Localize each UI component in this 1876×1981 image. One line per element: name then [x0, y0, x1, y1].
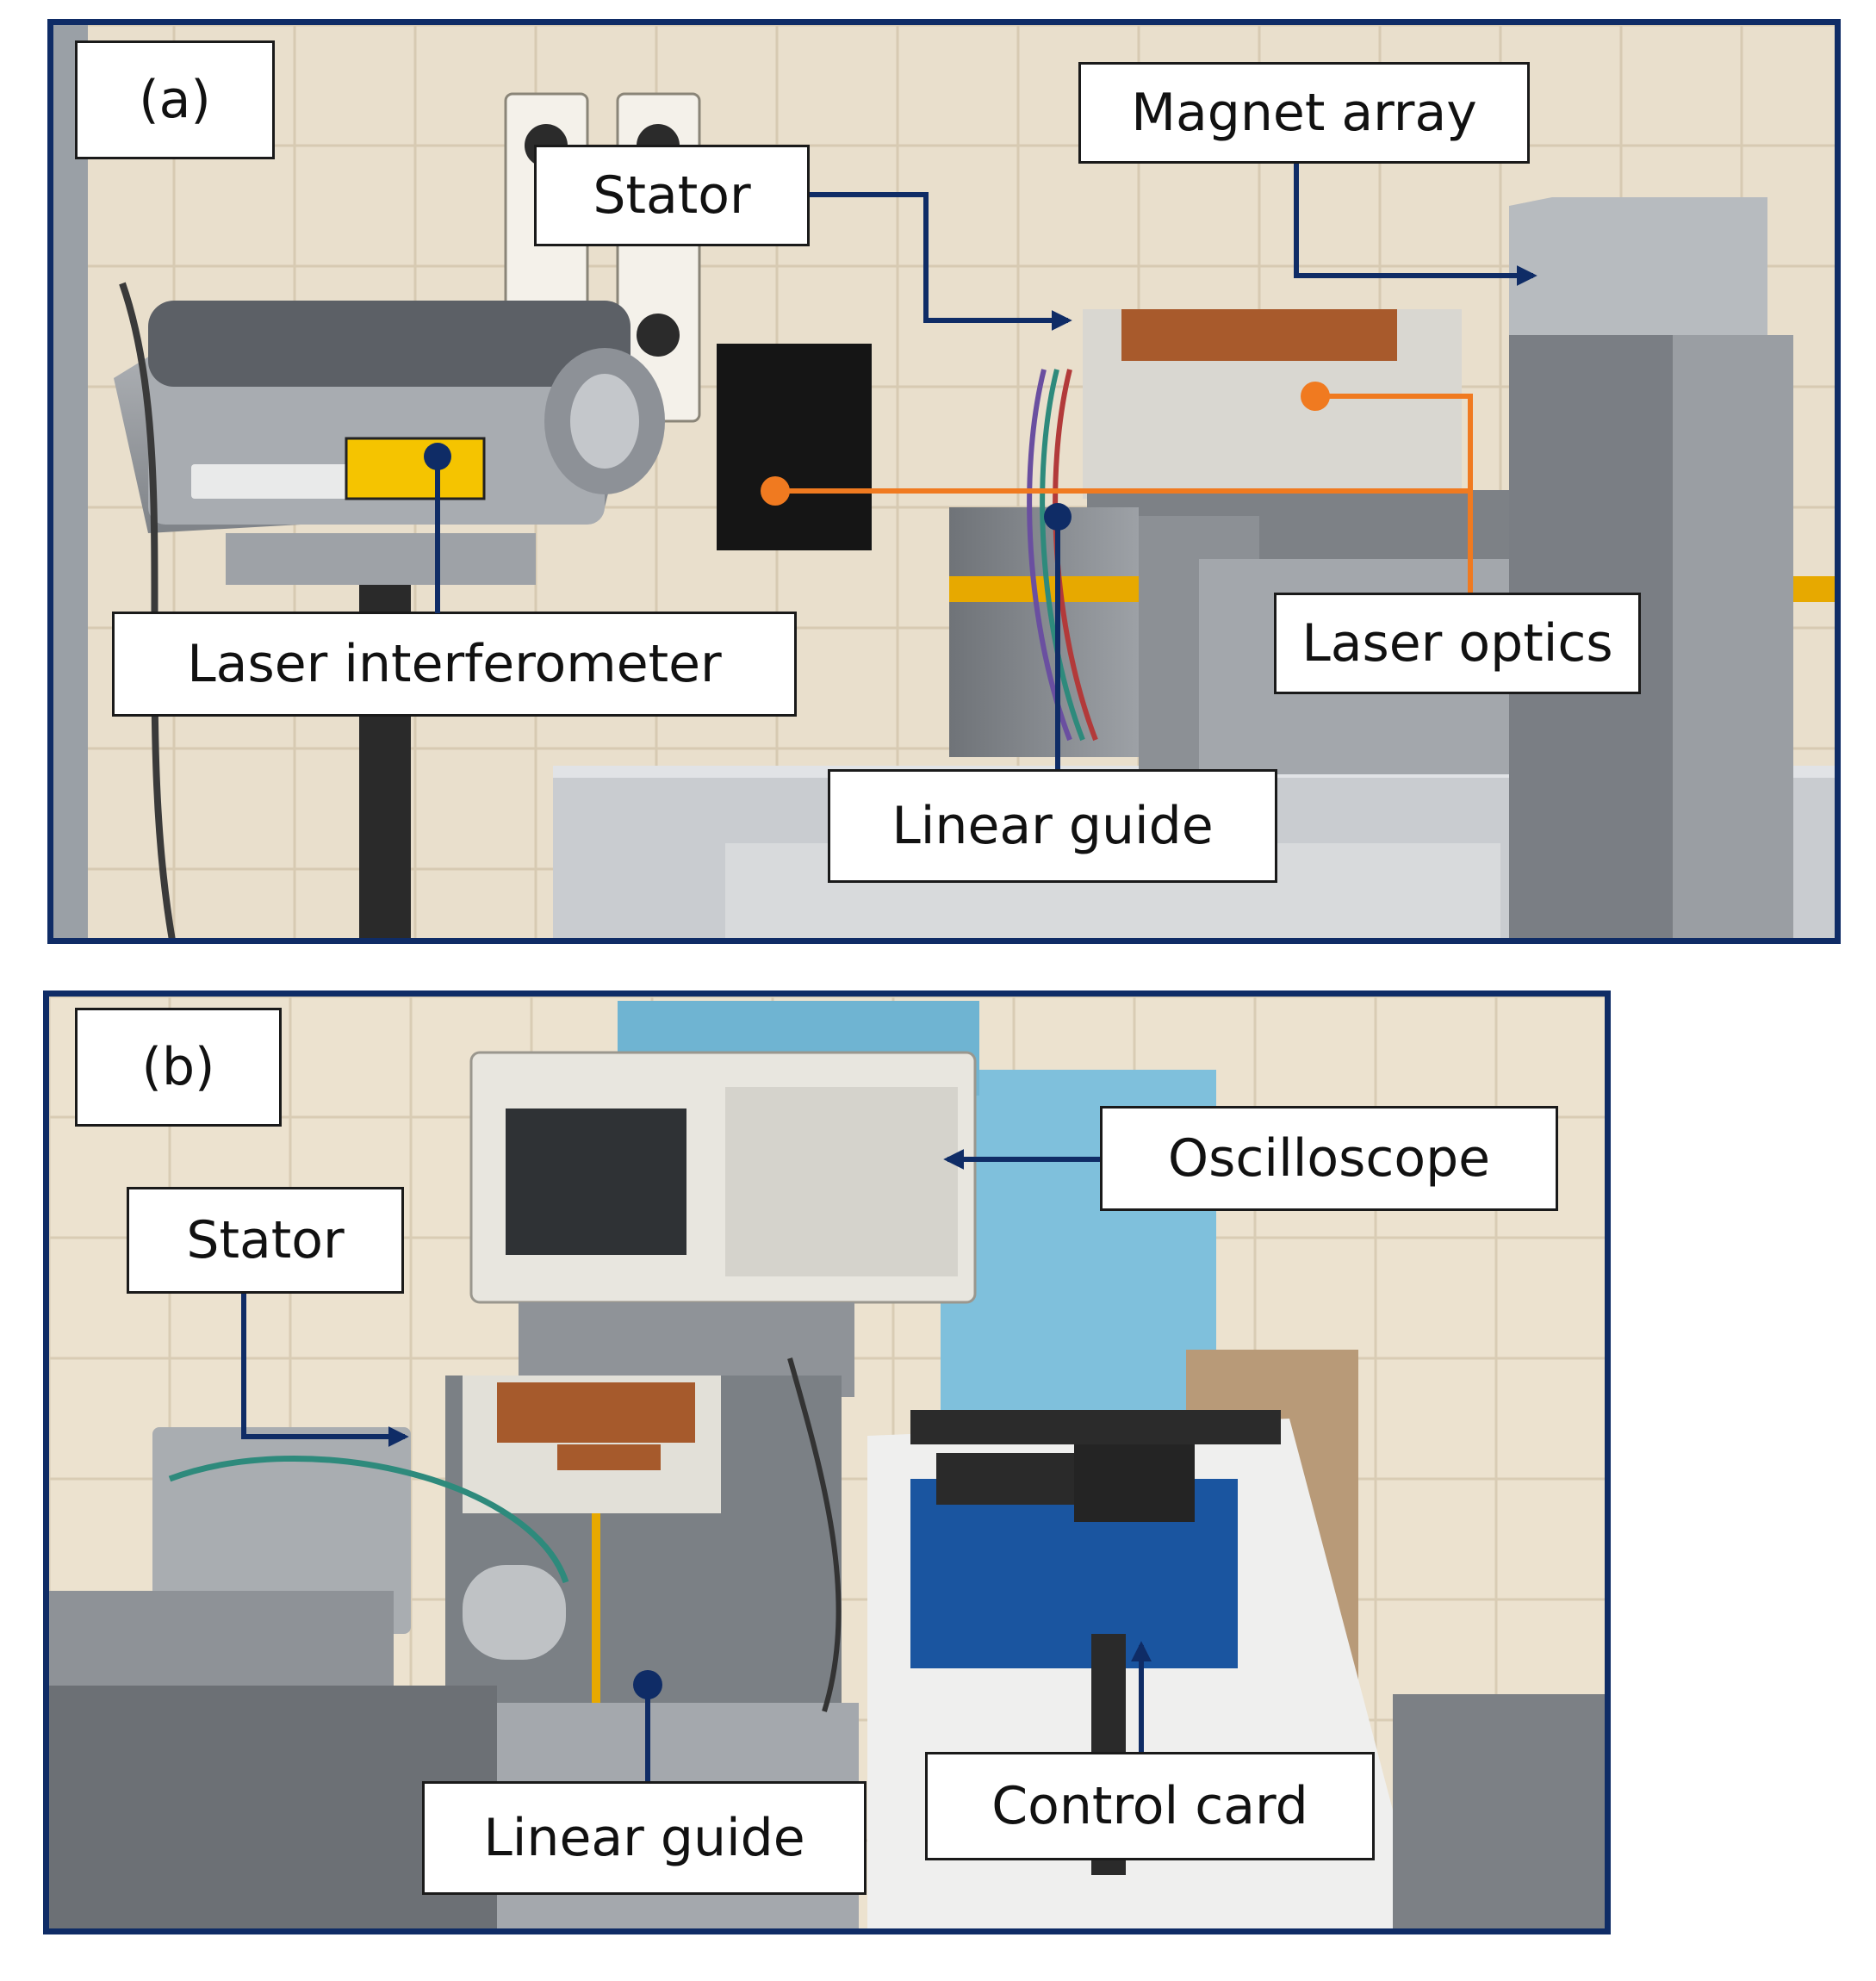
magnet-array-label: Magnet array	[1078, 62, 1530, 164]
linear-guide-label-a: Linear guide	[828, 769, 1277, 883]
stator-label-a: Stator	[534, 145, 810, 246]
panel-b-photo	[49, 997, 1605, 1928]
panel-b-tag: (b)	[75, 1008, 282, 1127]
laser-optics-label: Laser optics	[1274, 593, 1641, 694]
stator-label-b: Stator	[127, 1187, 404, 1294]
panel-a-tag: (a)	[75, 40, 275, 159]
linear-guide-label-b: Linear guide	[422, 1781, 867, 1895]
panel-b	[43, 990, 1611, 1934]
control-card-label: Control card	[925, 1752, 1375, 1860]
laser-interferometer-label: Laser interferometer	[112, 612, 797, 717]
oscilloscope-label: Oscilloscope	[1100, 1106, 1558, 1211]
